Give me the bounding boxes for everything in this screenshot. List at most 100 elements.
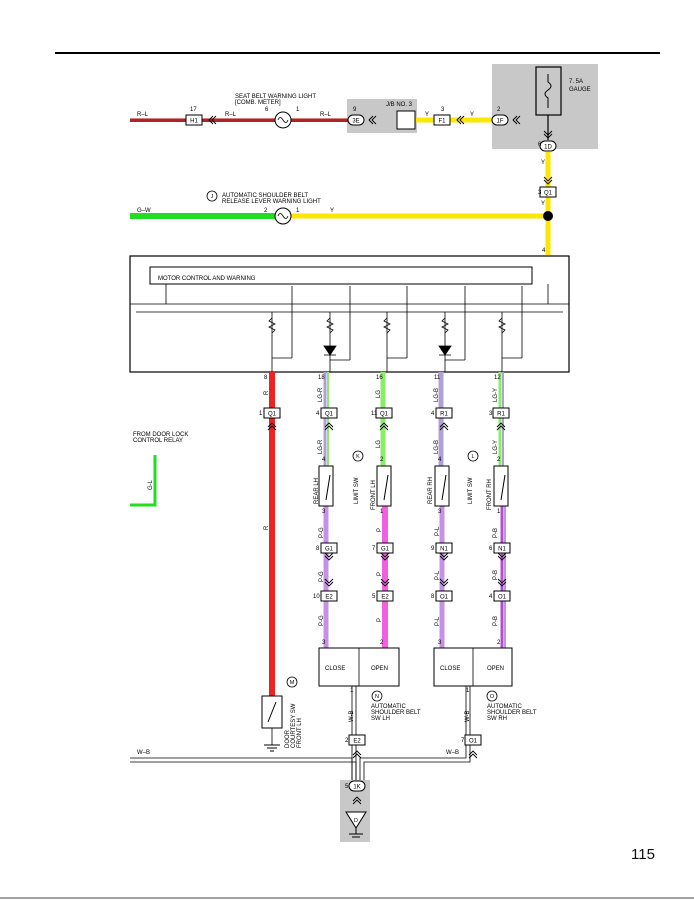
connector-chevron [468, 750, 478, 759]
connector-label: R1 [497, 412, 505, 418]
switch-label: DOOR [285, 729, 291, 748]
pin-number: 1 [466, 688, 470, 694]
pin-number: 2 [380, 640, 384, 646]
wire-label: R [264, 525, 270, 530]
tag-letter: O [490, 694, 495, 700]
connector-chevron [267, 422, 277, 431]
connector-chevron [439, 552, 449, 561]
connector-chevron [543, 130, 553, 139]
filament-icon [277, 213, 289, 219]
connector [376, 542, 394, 554]
shoulder-belt-sw-rh [433, 647, 513, 687]
connector [539, 186, 557, 198]
wire-label: P-G [319, 615, 325, 626]
pin-number: 1 [296, 208, 300, 214]
component-label: SHOULDER BELT [487, 710, 537, 716]
tag-letter: N [375, 694, 379, 700]
switch-label: REAR LH [314, 478, 320, 504]
pin-number: 12 [494, 375, 501, 381]
component-label: [COMB. METER] [235, 100, 281, 106]
ecu-components [268, 286, 523, 372]
wire-label: Y [330, 208, 334, 214]
component-label: AUTOMATIC [371, 704, 406, 710]
wire-label: P [377, 528, 383, 532]
connector [320, 590, 338, 602]
pin-number: 1 [350, 688, 354, 694]
pin-number: 3 [441, 107, 445, 113]
pin-number: 3 [322, 509, 326, 515]
component-label: SW LH [371, 716, 390, 722]
wire-label: Y [470, 112, 474, 118]
pin-number: 5 [372, 594, 376, 600]
connector-chevron [324, 578, 334, 587]
switch-label: CLOSE [440, 666, 460, 672]
pin-number: 2 [264, 208, 268, 214]
connector [435, 590, 453, 602]
wire-w-b [130, 686, 471, 780]
switch-label: FRONT LH [371, 480, 377, 510]
connector-label: G1 [381, 547, 390, 553]
connector [493, 590, 511, 602]
pin-number: 8 [264, 375, 268, 381]
wire-label: LG [376, 390, 382, 398]
wire-label: Y [425, 112, 429, 118]
switch-label: LIMIT SW [354, 477, 360, 504]
page-number: 115 [631, 846, 655, 863]
tag-letter: J [211, 194, 214, 200]
pin-number: 11 [371, 411, 378, 417]
tag-circles [206, 190, 498, 702]
pin-number: 2 [497, 640, 501, 646]
connector-label: R1 [440, 412, 448, 418]
connector [464, 734, 482, 746]
tag-letter: L [471, 454, 474, 460]
wire-label: LG-Y [493, 440, 499, 454]
connector-label: Q1 [380, 412, 389, 418]
connector-chevron [380, 578, 390, 587]
tag-letter: M [290, 680, 295, 686]
wire-label: W-B [349, 710, 355, 722]
connector-label: 1F [496, 119, 503, 125]
wire-label: P-L [435, 526, 441, 536]
wire-label: LG-Y [493, 388, 499, 402]
connector [492, 407, 510, 419]
wire-label: LG-B [434, 388, 440, 402]
pin-number: 4 [322, 457, 326, 463]
connector-label: O1 [498, 595, 507, 601]
pin-number: 4 [438, 457, 442, 463]
pin-number: 17 [190, 107, 197, 113]
wire-label: P-B [493, 528, 499, 538]
connector-chevron [543, 176, 553, 185]
connector-chevron [439, 578, 449, 587]
wire-label: P-L [435, 616, 441, 626]
connector [435, 407, 453, 419]
pin-number: 2 [345, 738, 349, 744]
component-label: RELEASE LEVER WARNING LIGHT [222, 199, 321, 205]
ecu-inner-label-box [149, 266, 533, 285]
pin-number: 9 [353, 107, 357, 113]
connector-chevron [496, 422, 506, 431]
connector-label: 1K [353, 785, 360, 791]
wire-label: Y [541, 160, 545, 166]
splice-point [543, 211, 553, 221]
connector [263, 407, 281, 419]
pin-number: 3 [322, 640, 326, 646]
connector-chevron [208, 115, 217, 125]
tag-letter: K [356, 454, 360, 460]
fuse-element [544, 74, 552, 108]
connector-chevron [456, 115, 465, 125]
switch-label: CLOSE [325, 666, 345, 672]
wire-label: P [377, 572, 383, 576]
wire-label: G-L [148, 479, 154, 490]
pin-number: 8 [431, 594, 435, 600]
pin-number: 4 [431, 411, 435, 417]
wire-label: R–L [137, 112, 149, 118]
connector [185, 114, 203, 126]
connector-label: F1 [438, 119, 446, 125]
wire-label: W-B [465, 710, 471, 722]
connector-label: 3E [352, 119, 359, 125]
connector-label: Q1 [268, 412, 277, 418]
connector [320, 407, 338, 419]
pin-number: 6 [538, 142, 542, 148]
pin-number: 3 [489, 411, 493, 417]
connector [320, 542, 338, 554]
